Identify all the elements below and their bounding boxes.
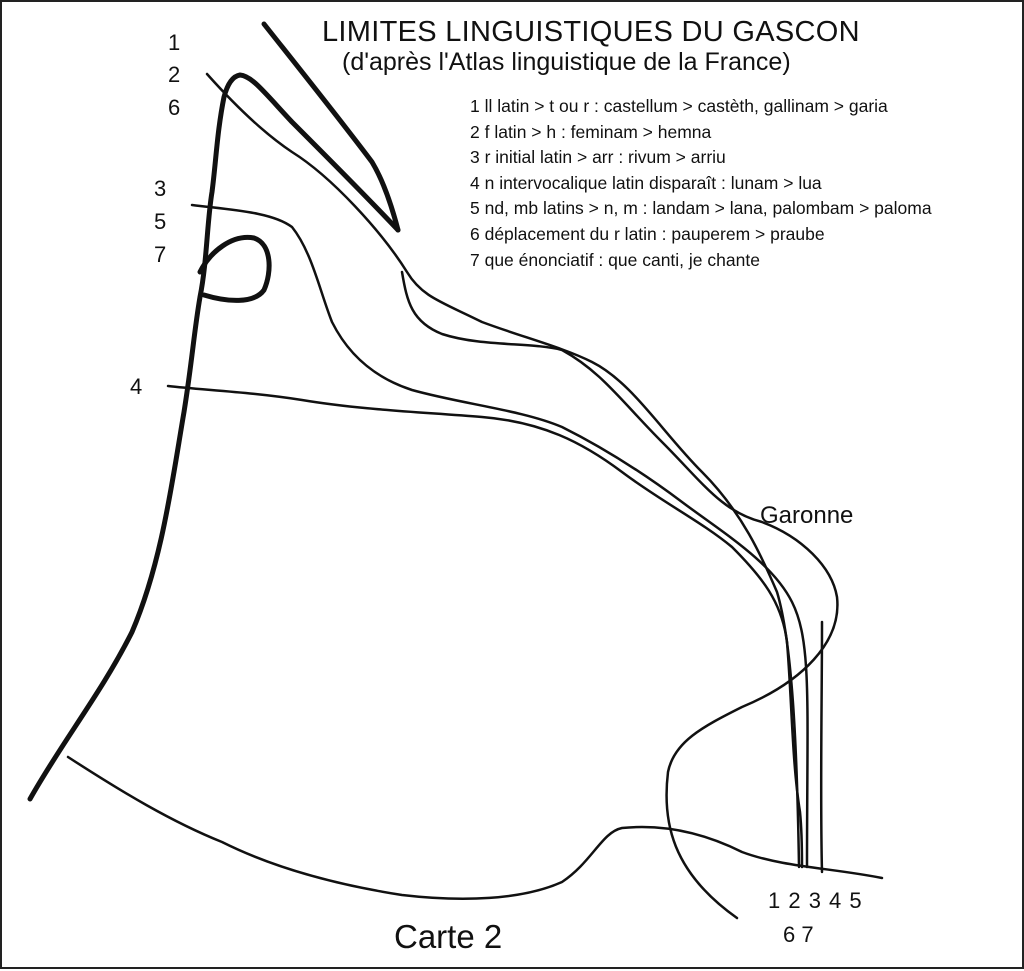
line-label-6: 6 — [168, 95, 181, 120]
legend-item-5: 5 nd, mb latins > n, m : landam > lana, … — [470, 198, 932, 219]
south-labels-row2: 6 7 — [783, 922, 814, 947]
legend-item-3: 3 r initial latin > arr : rivum > arriu — [470, 147, 726, 168]
legend-item-2: 2 f latin > h : feminam > hemna — [470, 121, 712, 142]
limit-loop-7 — [197, 234, 272, 303]
limit-line-3 — [190, 203, 809, 869]
limit-line-1 — [261, 21, 401, 233]
line-label-7: 7 — [154, 242, 167, 267]
limit-line-7 — [400, 270, 839, 920]
legend-item-4: 4 n intervocalique latin disparaît : lun… — [470, 172, 822, 193]
line-label-4: 4 — [130, 374, 143, 399]
southern-border — [66, 755, 884, 900]
legend: 1 ll latin > t ou r : castellum > castèt… — [470, 94, 932, 273]
map-title: LIMITES LINGUISTIQUES DU GASCON — [322, 16, 860, 48]
south-labels-row1: 1 2 3 4 5 — [768, 888, 862, 913]
coastline — [27, 72, 401, 802]
line-label-2: 2 — [168, 62, 181, 87]
river-label-garonne: Garonne — [760, 502, 854, 529]
legend-item-7: 7 que énonciatif : que canti, je chante — [470, 249, 760, 270]
map-label: Carte 2 — [394, 918, 503, 955]
line-label-5: 5 — [154, 209, 167, 234]
legend-item-6: 6 déplacement du r latin : pauperem > pr… — [470, 223, 825, 244]
limit-line-5 — [819, 620, 824, 874]
legend-item-1: 1 ll latin > t ou r : castellum > castèt… — [470, 96, 888, 116]
line-label-1: 1 — [168, 30, 181, 55]
limit-line-4 — [166, 384, 804, 869]
line-label-3: 3 — [154, 176, 167, 201]
map-subtitle: (d'après l'Atlas linguistique de la Fran… — [342, 48, 791, 76]
limit-line-2 — [205, 72, 801, 869]
